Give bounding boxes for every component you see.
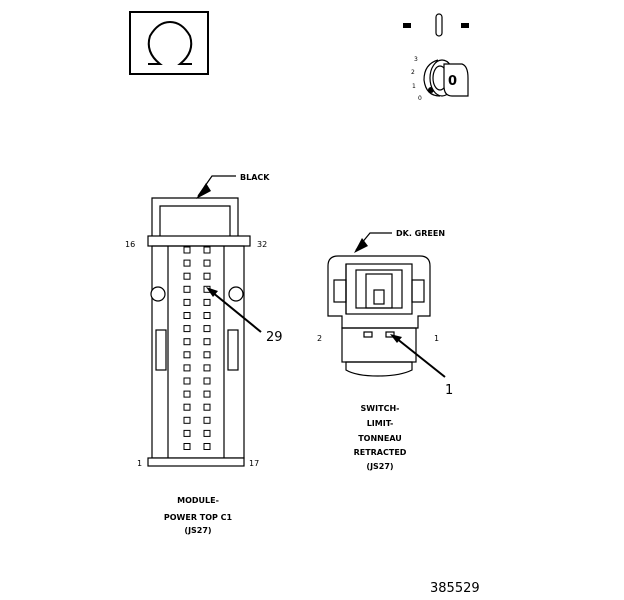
connector-cavity [183, 390, 191, 398]
right-callout-pin: 1 [445, 383, 453, 398]
connector-cavity [183, 338, 191, 346]
figure-number: 385529 [430, 581, 480, 596]
right-connector: DK. GREEN 2 1 1 SWITCH- LIMIT- TONNEAU R… [317, 229, 453, 471]
connector-cavity [183, 246, 191, 254]
connector-cavity [183, 298, 191, 306]
left-connector-base [147, 457, 245, 467]
connector-cavity [203, 312, 211, 319]
connector-cavity [203, 351, 211, 359]
connector-cavity [203, 325, 211, 333]
left-callout-arrowhead [206, 287, 218, 297]
key-arc [423, 59, 441, 97]
connector-cavity [203, 403, 211, 411]
left-caption-line-3: (JS27) [184, 526, 211, 535]
right-connector-color-label: DK. GREEN [396, 229, 445, 238]
connector-cavity [203, 246, 211, 254]
right-caption-line-3: TONNEAU [358, 434, 402, 443]
right-connector-hood [327, 255, 431, 329]
key-position-0: 0 [418, 95, 422, 102]
left-connector-latch [151, 197, 239, 236]
left-caption-line-2: POWER TOP C1 [164, 513, 233, 522]
connector-cavity [203, 443, 211, 450]
left-callout-leader [211, 291, 262, 333]
right-pin-label-1: 1 [434, 334, 439, 343]
connector-cavity [183, 403, 191, 411]
off-mark-right [461, 23, 469, 28]
connector-cavity [203, 390, 211, 398]
connector-cavity [183, 285, 191, 293]
off-mark-left [403, 23, 411, 28]
key-glyph: 0 [448, 74, 457, 89]
left-caption-line-1: MODULE- [177, 496, 219, 505]
connector-cavity [183, 416, 191, 424]
connector-cavity [203, 364, 211, 372]
connector-cavity [203, 259, 211, 267]
connector-cavity [183, 351, 191, 359]
connector-cavity [183, 377, 191, 385]
connector-cavity [183, 429, 191, 437]
right-caption-line-1: SWITCH- [361, 404, 400, 413]
right-callout-arrowhead [390, 334, 402, 343]
connector-cavity [203, 298, 211, 306]
connector-cavity [183, 325, 191, 333]
right-connector-base [345, 361, 413, 377]
left-color-arrowhead [196, 183, 211, 199]
left-connector-color-label: BLACK [240, 173, 270, 182]
right-caption-line-4: RETRACTED [354, 448, 407, 457]
key-position-3: 3 [414, 56, 418, 63]
connector-cavity [183, 364, 191, 372]
left-pin-label-32: 32 [257, 240, 267, 249]
right-color-arrowhead [354, 238, 368, 253]
key-position-1: 1 [412, 83, 416, 90]
connector-cavity [203, 416, 211, 424]
left-pin-label-16: 16 [125, 240, 135, 249]
connector-cavity [183, 272, 191, 280]
right-pin-label-2: 2 [317, 334, 322, 343]
left-connector-pin-grid [183, 246, 211, 450]
connector-cavity [203, 272, 211, 280]
connector-cavity [203, 377, 211, 385]
connector-cavity [183, 312, 191, 319]
key-blade [443, 63, 469, 97]
right-caption-line-5: (JS27) [366, 462, 393, 471]
connector-cavity [183, 259, 191, 267]
left-pin-label-17: 17 [249, 459, 259, 468]
ignition-key-switch: 3 2 1 0 0 [403, 13, 469, 102]
connector-cavity [203, 429, 211, 437]
left-lock-tab-right [228, 286, 244, 302]
connector-cavity [183, 443, 191, 450]
left-lock-tab-left [150, 286, 166, 302]
ohm-symbol-panel [129, 11, 209, 75]
left-pin-label-1: 1 [137, 459, 142, 468]
left-connector-flange [147, 235, 251, 247]
right-pin-1 [385, 331, 395, 338]
left-connector: BLACK 16 32 1 17 29 MODULE- POWER TOP C1… [125, 173, 283, 535]
right-caption-line-2: LIMIT- [367, 419, 394, 428]
key-position-2: 2 [411, 69, 415, 76]
off-mark-center [435, 13, 443, 37]
connector-cavity [203, 338, 211, 346]
left-callout-pin: 29 [266, 330, 283, 345]
right-callout-leader [395, 337, 446, 378]
right-pin-2 [363, 331, 373, 338]
